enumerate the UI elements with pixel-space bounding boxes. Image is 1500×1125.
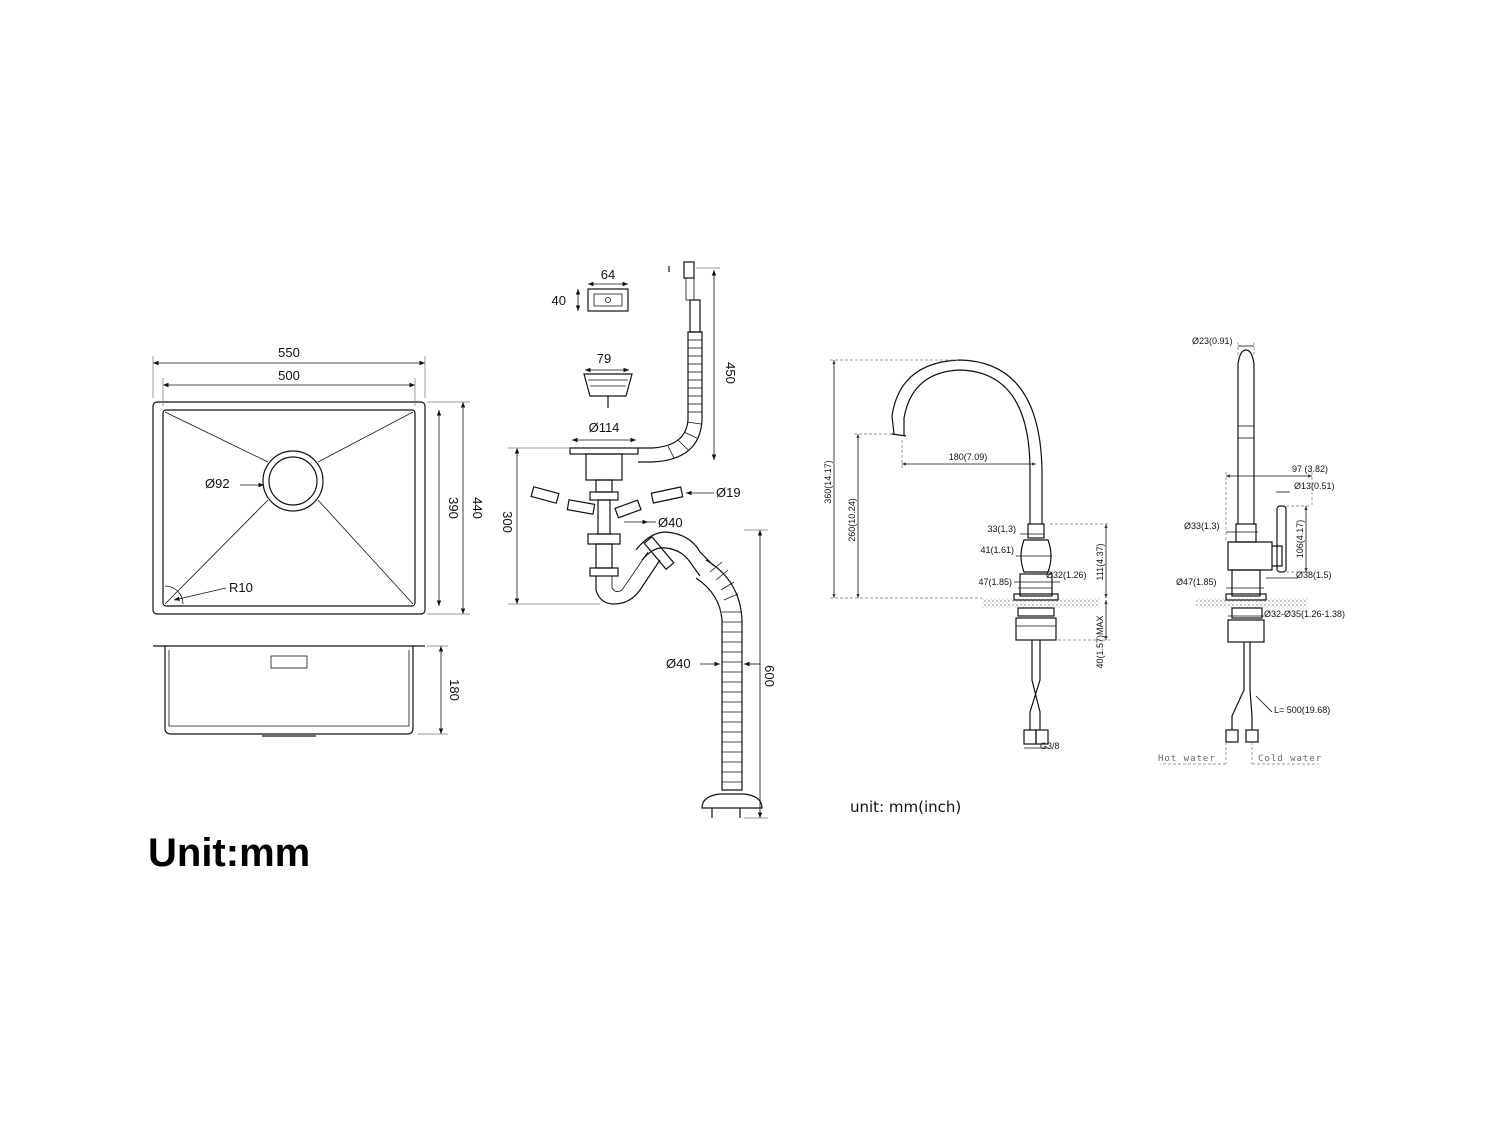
dim-390: 390 xyxy=(446,497,461,519)
dim-500: 500 xyxy=(278,368,300,383)
dim-overflow-hose: 450 xyxy=(723,362,738,384)
strainer-basket xyxy=(583,373,633,397)
dim-pipe-40-a: Ø40 xyxy=(658,515,683,530)
dim-drain-hose: 600 xyxy=(762,665,777,687)
label-hot-water: Hot water xyxy=(1158,754,1216,764)
dim-drain-diameter: Ø92 xyxy=(205,476,230,491)
faucet-side-view xyxy=(1160,342,1318,765)
faucet-side-spout xyxy=(1237,349,1255,524)
dim-overflow-width: 64 xyxy=(601,267,615,282)
faucet-side-body xyxy=(1227,541,1273,571)
dim-440: 440 xyxy=(470,497,485,519)
faucet-unit-label: unit: mm(inch) xyxy=(850,798,961,816)
dim-spout-height: 260(10.24) xyxy=(847,498,857,542)
dim-max-counter: 40(1.57)MAX xyxy=(1095,615,1105,668)
sink-inner-bowl xyxy=(162,409,416,607)
dim-front-47: 47(1.85) xyxy=(978,577,1012,587)
drain-kit xyxy=(508,261,768,819)
faucet-lever xyxy=(1276,505,1287,573)
dim-strainer-width: 79 xyxy=(597,351,611,366)
drain-hose xyxy=(695,559,743,791)
adapter-1 xyxy=(530,486,560,504)
dim-corner-radius: R10 xyxy=(229,580,253,595)
faucet-body xyxy=(1020,539,1052,573)
p-trap xyxy=(595,559,661,605)
dim-pipe-40-b: Ø40 xyxy=(666,656,691,671)
dim-180: 180 xyxy=(447,679,462,701)
drain-hole-outer xyxy=(262,450,324,512)
dim-reach: 180(7.09) xyxy=(949,452,988,462)
sink-top-view xyxy=(152,356,470,615)
hose-end-cap xyxy=(701,793,763,809)
main-unit-label: Unit:mm xyxy=(148,831,310,875)
countertop xyxy=(982,598,1100,608)
dim-side-47: Ø47(1.85) xyxy=(1176,577,1217,587)
dim-front-33: 33(1.3) xyxy=(987,524,1016,534)
dim-flange-diameter: Ø114 xyxy=(589,420,620,435)
dim-body-height: 111(4.37) xyxy=(1095,543,1105,580)
dim-side-38: Ø38(1.5) xyxy=(1296,570,1332,580)
dim-small-pipe: Ø19 xyxy=(716,485,741,500)
drain-flange xyxy=(569,447,639,455)
dim-hose-length: L= 500(19.68) xyxy=(1274,705,1330,715)
dim-hole-range: Ø32-Ø35(1.26-1.38) xyxy=(1264,609,1345,619)
faucet-spout xyxy=(891,359,1043,524)
dim-lever-diameter: Ø13(0.51) xyxy=(1294,481,1335,491)
dim-body-diameter: Ø32(1.26) xyxy=(1046,570,1087,580)
dim-total-height: 360(14.17) xyxy=(823,460,833,504)
sink-outer-rim xyxy=(152,401,426,615)
label-cold-water: Cold water xyxy=(1258,754,1322,764)
dim-side-33: Ø33(1.3) xyxy=(1184,521,1220,531)
overflow-plate xyxy=(587,288,629,312)
faucet-front-view xyxy=(830,359,1110,749)
dim-lever-height: 106(4.17) xyxy=(1295,520,1305,559)
dim-front-41: 41(1.61) xyxy=(980,545,1014,555)
drain-hole-inner xyxy=(268,456,318,506)
dim-overflow-height: 40 xyxy=(552,293,566,308)
dim-550: 550 xyxy=(278,345,300,360)
dim-lever-reach: 97 (3.82) xyxy=(1292,464,1328,474)
sink-side-view xyxy=(153,645,448,737)
dim-spout-diameter: Ø23(0.91) xyxy=(1192,336,1233,346)
dim-thread: G3/8 xyxy=(1040,741,1060,751)
dim-trap-height: 300 xyxy=(500,511,515,533)
overflow-hose xyxy=(638,331,703,463)
overflow-slot xyxy=(270,655,308,669)
